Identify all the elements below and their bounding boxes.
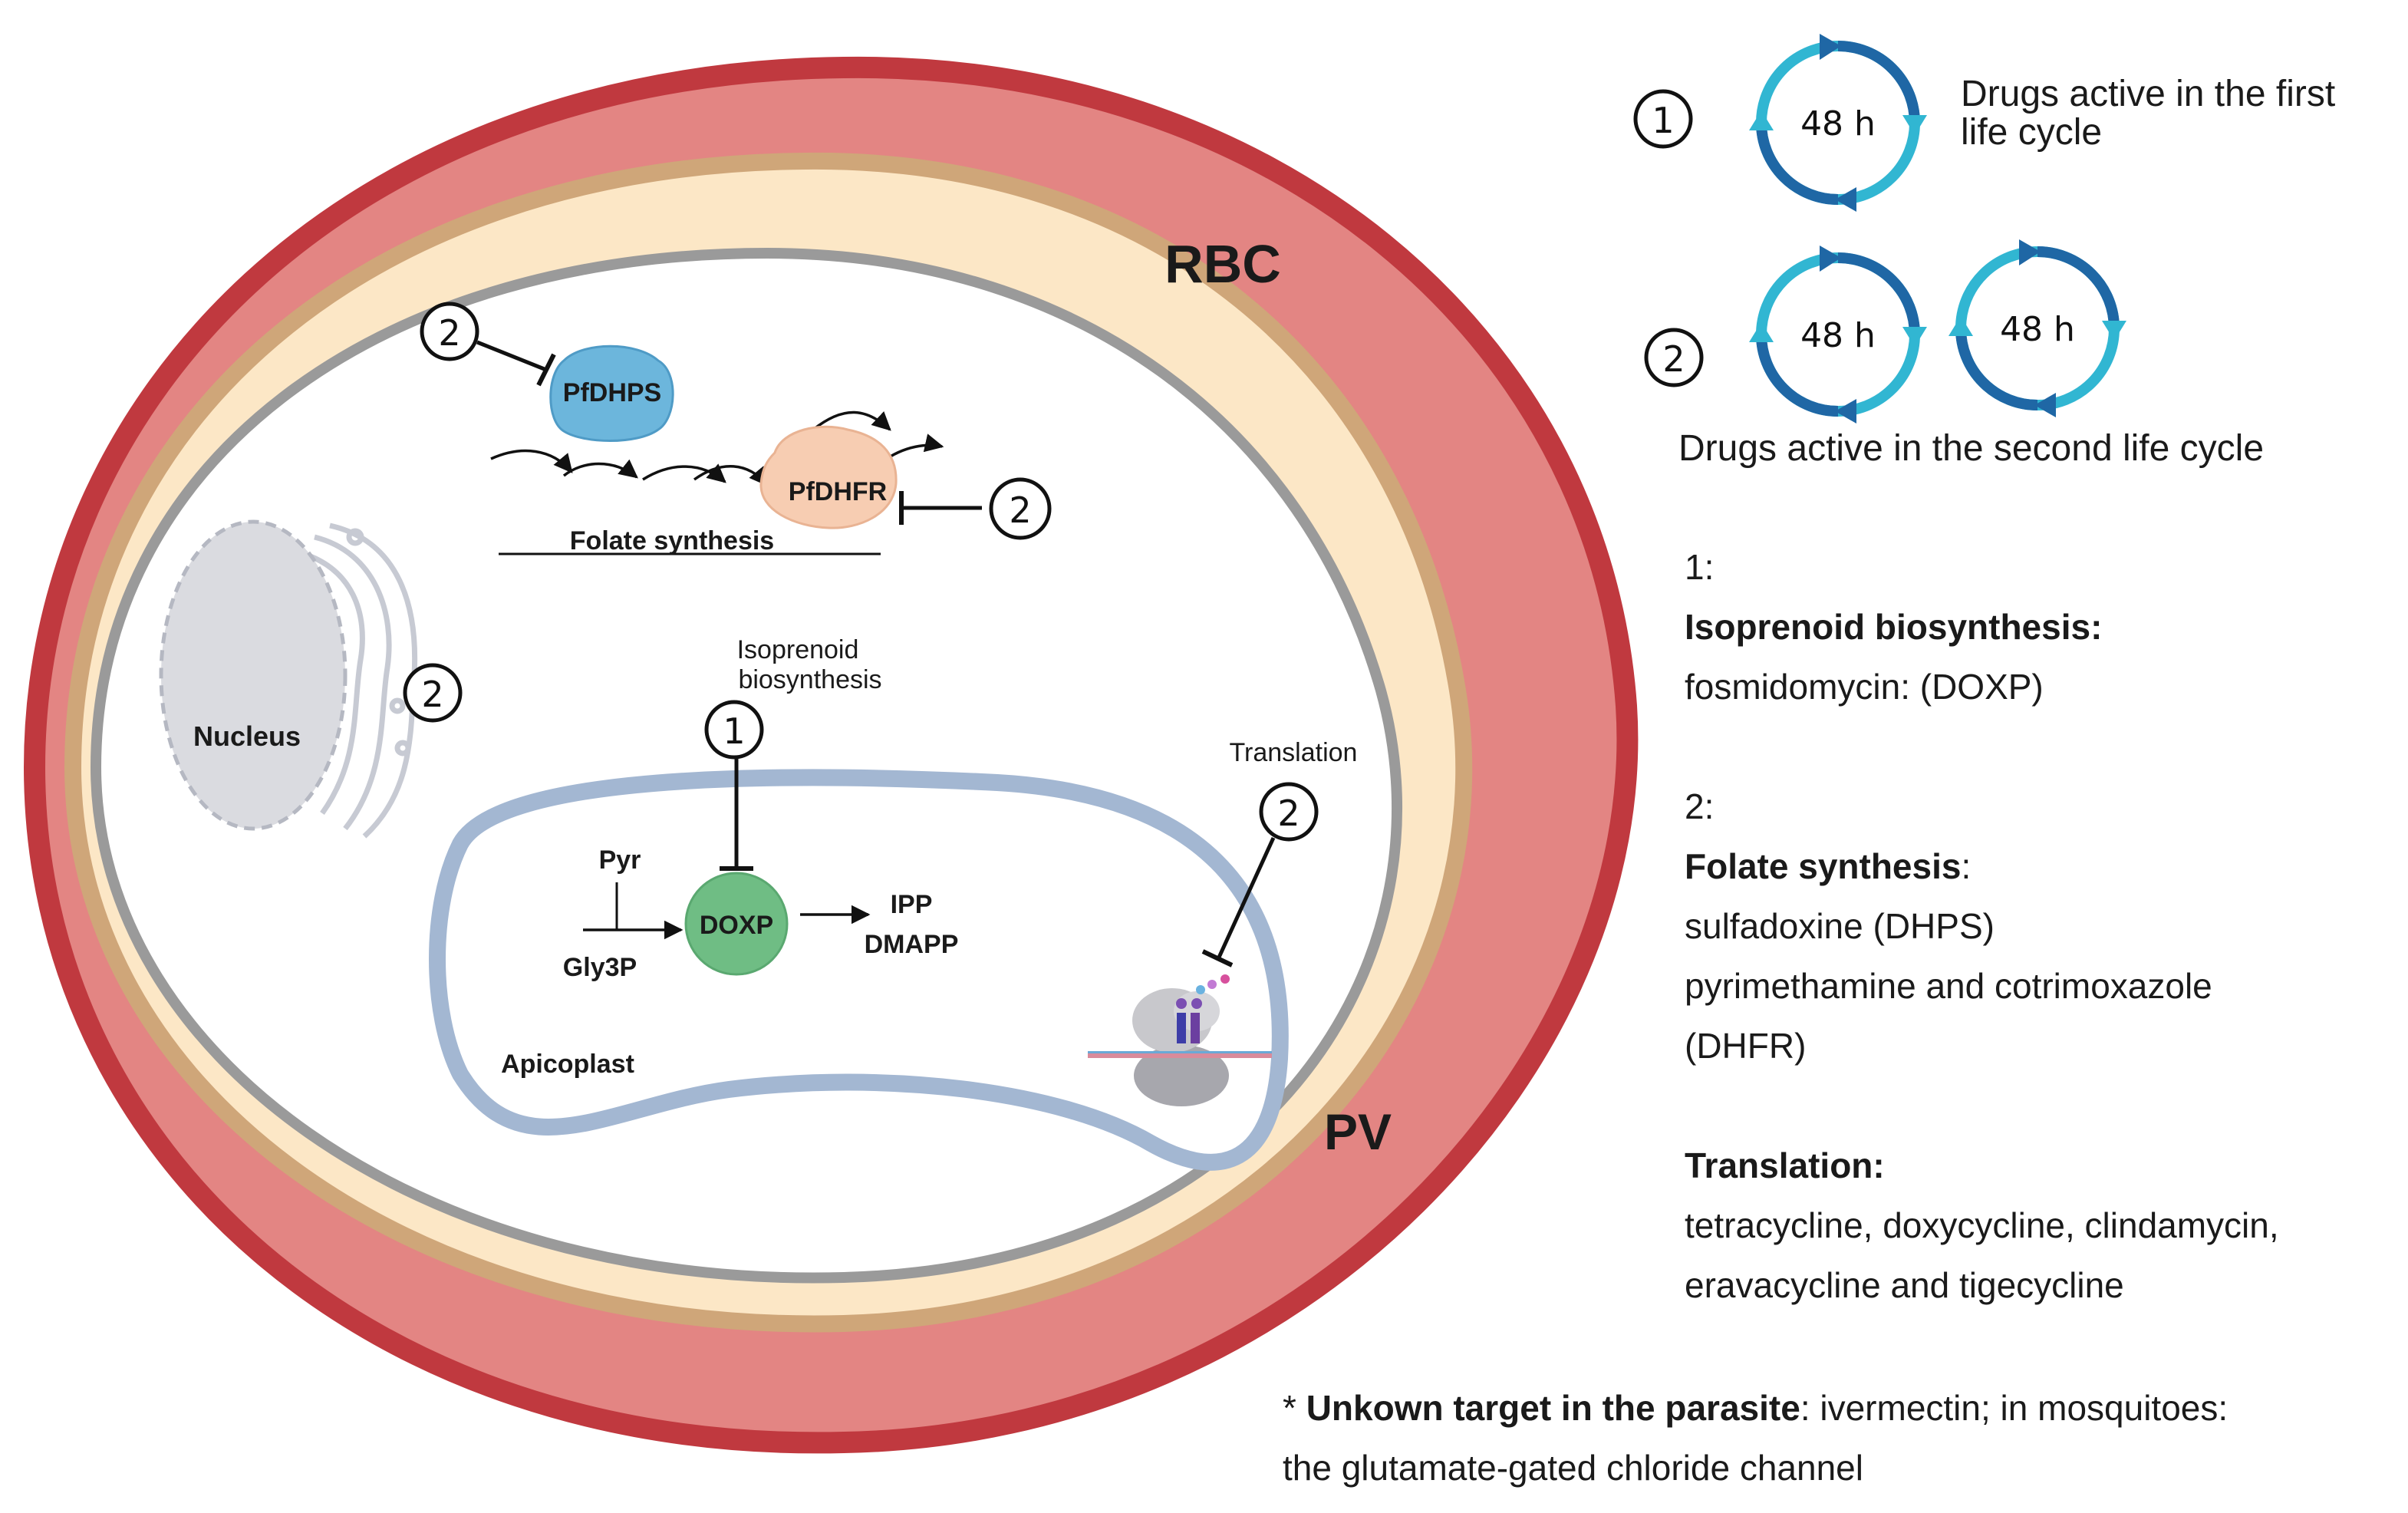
legend-group2-drug-2: pyrimethamine and cotrimoxazole bbox=[1685, 966, 2212, 1006]
gly3p-label: Gly3P bbox=[563, 953, 637, 982]
ipp-label: IPP bbox=[891, 890, 933, 919]
rbc-label: RBC bbox=[1164, 234, 1281, 294]
endoplasmic-reticulum bbox=[298, 522, 418, 839]
inhibition-line-pfdhps bbox=[476, 340, 547, 372]
legend-group2-heading-colon: : bbox=[1961, 846, 1972, 886]
pfdhps-enzyme bbox=[549, 344, 674, 442]
folate-synthesis-label: Folate synthesis bbox=[570, 526, 774, 555]
cycle-hours-label-first: 48 h bbox=[1800, 104, 1876, 143]
apicoplast-label: Apicoplast bbox=[501, 1050, 634, 1079]
legend-translation-drugs-1: tetracycline, doxycycline, clindamycin, bbox=[1685, 1205, 2279, 1245]
translation-label: Translation bbox=[1230, 738, 1358, 767]
svg-text:2: 2 bbox=[1009, 490, 1031, 531]
footnote-asterisk: * bbox=[1283, 1388, 1306, 1428]
footnote-line2: the glutamate-gated chloride channel bbox=[1283, 1448, 1863, 1488]
legend-group1-drug: fosmidomycin: (DOXP) bbox=[1685, 667, 2044, 707]
marker-two-pfdhps: 2 bbox=[420, 302, 479, 361]
nucleus bbox=[159, 519, 348, 831]
inhibition-bar-translation bbox=[1201, 949, 1234, 967]
cycle-48h-icon-second-b: 48 h bbox=[1948, 239, 2126, 417]
first-cycle-text-line1: Drugs active in the first bbox=[1961, 74, 2335, 114]
footnote-bold: Unkown target in the parasite bbox=[1306, 1388, 1800, 1428]
cycle-hours-label-second-b: 48 h bbox=[2000, 310, 2075, 349]
footnote-line1: * Unkown target in the parasite: ivermec… bbox=[1283, 1378, 2387, 1438]
footnote-rest-1: : ivermectin; in mosquitoes: bbox=[1800, 1388, 2228, 1428]
cycle-48h-icon-second-a: 48 h bbox=[1749, 246, 1927, 424]
pfdhfr-label: PfDHFR bbox=[789, 477, 887, 506]
cycle-48h-icon-first: 48 h bbox=[1749, 34, 1927, 212]
svg-text:1: 1 bbox=[723, 710, 745, 752]
legend-group1-heading: Isoprenoid biosynthesis: bbox=[1685, 607, 2103, 647]
pyr-label: Pyr bbox=[599, 846, 641, 875]
drug-legend: 1: Isoprenoid biosynthesis: fosmidomycin… bbox=[1685, 537, 2390, 1315]
first-cycle-text-line2: life cycle bbox=[1961, 112, 2102, 153]
second-cycle-text: Drugs active in the second life cycle bbox=[1678, 428, 2264, 469]
svg-text:2: 2 bbox=[1277, 793, 1300, 834]
inhibition-bar-pfdhps bbox=[536, 353, 556, 387]
legend-group2-heading-line: Folate synthesis: bbox=[1685, 836, 2390, 896]
isoprenoid-label-line1: Isoprenoid bbox=[737, 635, 859, 664]
footnote: * Unkown target in the parasite: ivermec… bbox=[1283, 1378, 2387, 1498]
doxp-enzyme bbox=[684, 872, 789, 976]
key-marker-one: 1 bbox=[1633, 89, 1693, 149]
legend-group2-number: 2: bbox=[1685, 786, 1715, 826]
legend-translation-heading: Translation: bbox=[1685, 1145, 1885, 1185]
doxp-label: DOXP bbox=[700, 911, 773, 940]
pfdhfr-enzyme bbox=[759, 425, 898, 529]
marker-two-nucleus: 2 bbox=[403, 663, 463, 723]
pv-label: PV bbox=[1324, 1103, 1392, 1160]
pfdhps-label: PfDHPS bbox=[563, 378, 661, 407]
marker-two-translation: 2 bbox=[1259, 782, 1319, 842]
marker-two-pfdhfr: 2 bbox=[989, 477, 1052, 540]
marker-one-doxp: 1 bbox=[704, 700, 764, 760]
legend-group2-heading: Folate synthesis bbox=[1685, 846, 1962, 886]
svg-text:2: 2 bbox=[1662, 338, 1685, 380]
legend-translation-drugs-2: eravacycline and tigecycline bbox=[1685, 1265, 2124, 1305]
key-marker-two: 2 bbox=[1644, 328, 1704, 387]
legend-group1-number: 1: bbox=[1685, 547, 1715, 587]
inhibition-line-translation bbox=[1216, 836, 1276, 961]
svg-text:2: 2 bbox=[421, 674, 443, 715]
isoprenoid-label-line2: biosynthesis bbox=[738, 665, 881, 694]
svg-text:1: 1 bbox=[1652, 100, 1674, 141]
cycle-hours-label-second-a: 48 h bbox=[1800, 316, 1876, 355]
nucleus-label: Nucleus bbox=[193, 720, 301, 752]
apicoplast bbox=[429, 769, 1289, 1171]
legend-group2-drug-1: sulfadoxine (DHPS) bbox=[1685, 906, 1995, 946]
dmapp-label: DMAPP bbox=[865, 930, 959, 959]
svg-text:2: 2 bbox=[438, 312, 460, 354]
legend-group2-drug-3: (DHFR) bbox=[1685, 1026, 1807, 1066]
ribosome-icon bbox=[1088, 974, 1272, 1106]
